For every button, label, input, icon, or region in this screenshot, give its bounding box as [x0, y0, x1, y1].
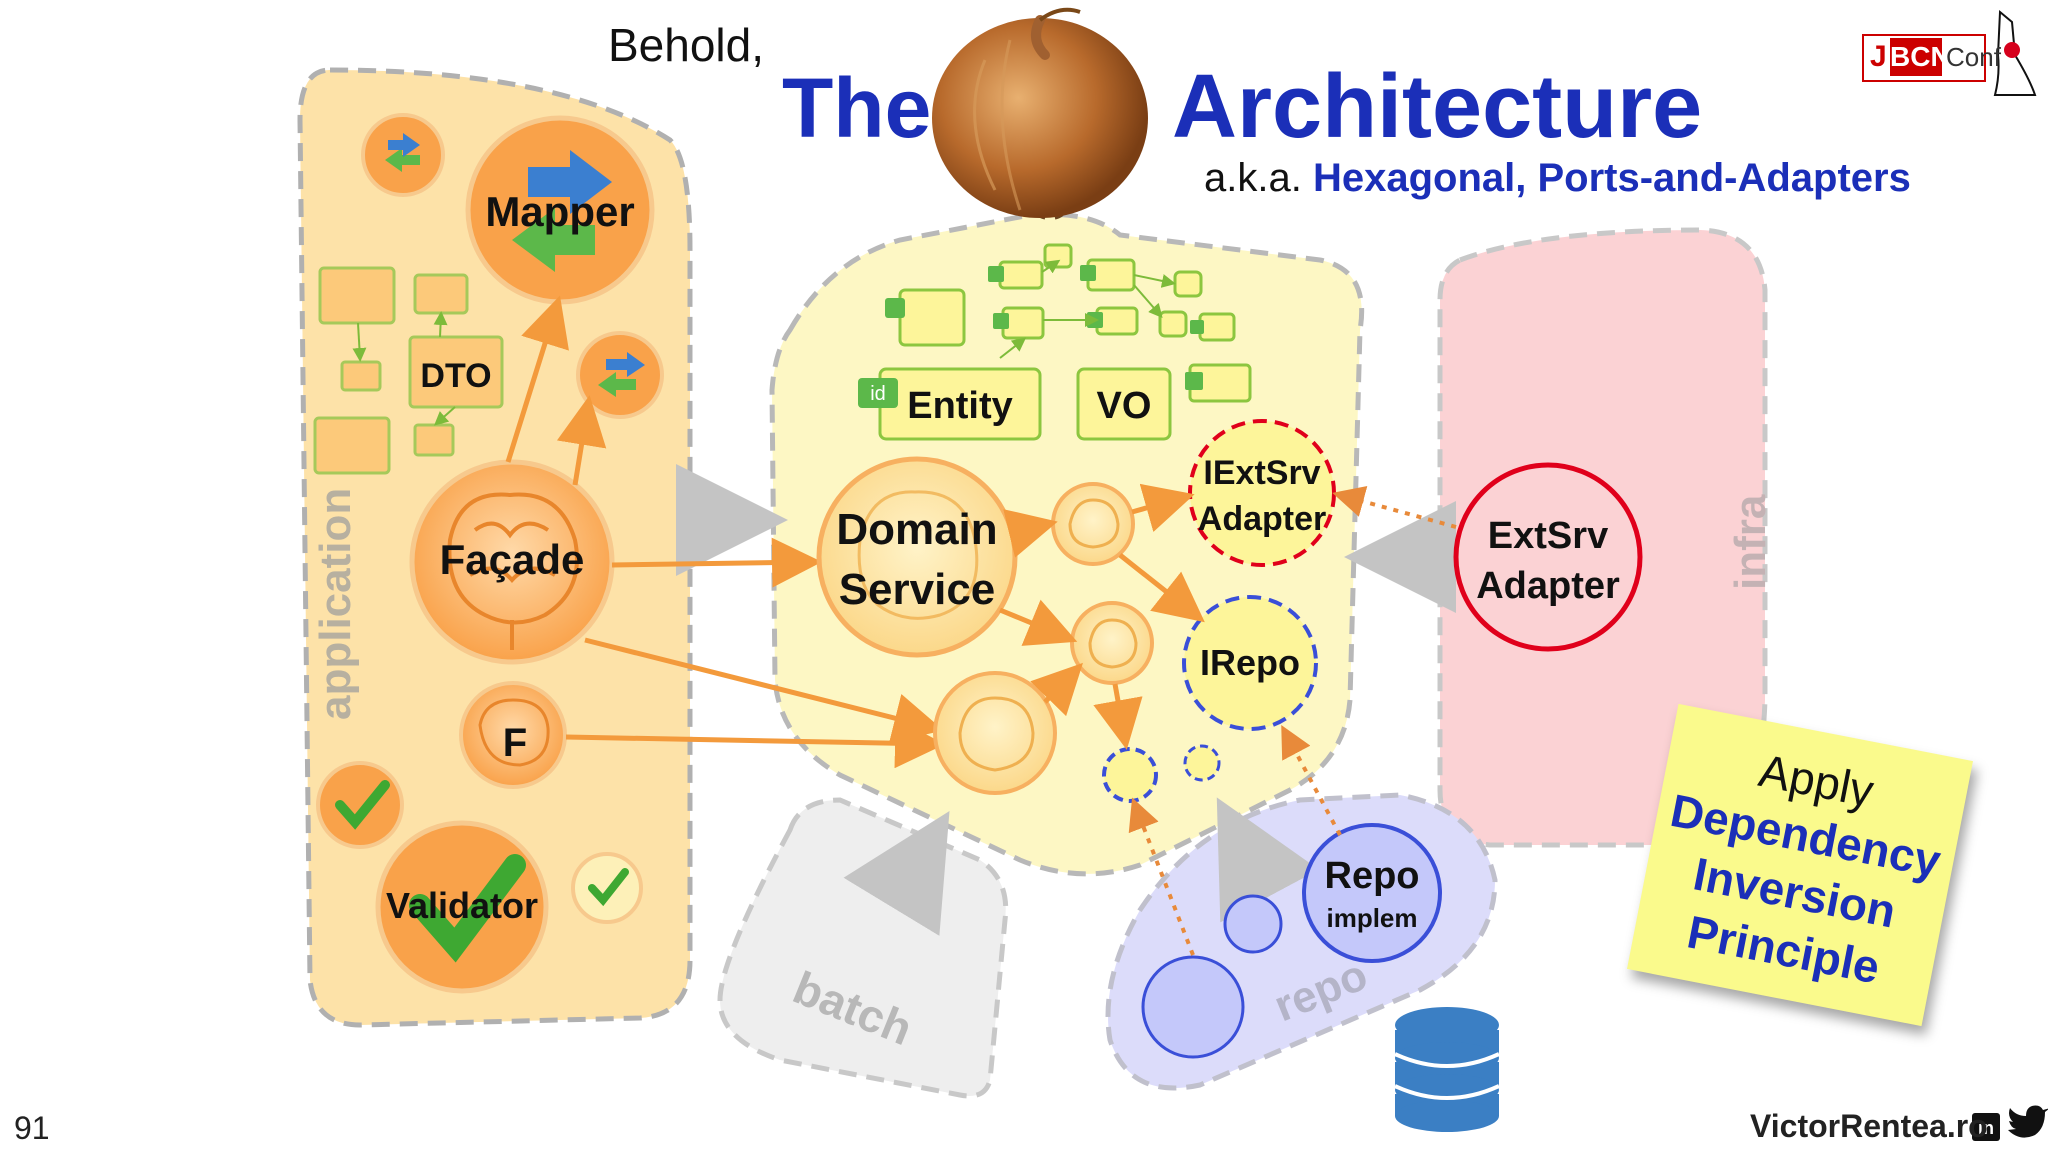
- extsrv-implements-arrow: [1332, 485, 1457, 529]
- database-icon: [1395, 1007, 1499, 1132]
- facade-to-swap-arrow: [556, 395, 607, 486]
- checkmark-icon: [409, 854, 526, 963]
- application-zone-label: application: [311, 488, 360, 720]
- title-the: The: [782, 61, 932, 155]
- logo-j: J: [1870, 40, 1887, 73]
- domain-service-node: Domain Service: [816, 456, 1018, 658]
- brain-icon: [478, 698, 550, 767]
- vo-label: VO: [1097, 385, 1152, 427]
- dip-sticky-note: Apply Dependency Inversion Principle: [1626, 703, 1974, 1027]
- entity-id-badge: id: [858, 378, 898, 408]
- iextsrv-adapter-port: IExtSrv Adapter: [1188, 419, 1336, 567]
- java-duke-icon: [1993, 9, 2037, 96]
- swap-arrows-icon: [361, 113, 445, 197]
- f-node: F: [459, 681, 567, 789]
- facade-to-brain-arrow: [584, 637, 944, 743]
- aka-prefix: a.k.a.: [1204, 156, 1313, 200]
- domain-brain-1: [1051, 482, 1135, 566]
- f-to-brain-arrow: [565, 718, 945, 769]
- twitter-icon: [2008, 1105, 2048, 1138]
- iextsrv-label-2: Adapter: [1198, 500, 1326, 538]
- extsrv-adapter-node: ExtSrv Adapter: [1453, 462, 1643, 652]
- brain-icon: [958, 696, 1035, 772]
- small-port-2: [1183, 744, 1221, 782]
- repo-small-implements-arrow: [1128, 797, 1195, 956]
- aka-subtitle: a.k.a. Hexagonal, Ports-and-Adapters: [1204, 156, 1911, 201]
- jbcnconf-logo: J BCN Conf: [1862, 34, 2001, 82]
- facade-to-mapper-arrow: [505, 295, 569, 463]
- repo-to-domain-arrow: [1216, 797, 1320, 923]
- slide-number: 91: [14, 1110, 50, 1146]
- aka-names: Hexagonal, Ports-and-Adapters: [1312, 156, 1911, 200]
- domain-service-label-1: Domain: [836, 505, 997, 554]
- brain-icon: [1088, 618, 1138, 669]
- checkmark-icon: [316, 761, 404, 849]
- behold-text: Behold,: [608, 19, 765, 71]
- onion-icon: [932, 7, 1148, 220]
- irepo-label: IRepo: [1200, 642, 1300, 683]
- mapper-node: Mapper: [465, 115, 655, 305]
- repo-impl-label-2: implem: [1326, 903, 1417, 933]
- infra-zone-label: infra: [1726, 494, 1775, 590]
- repo-implem-node: Repo implem: [1302, 823, 1442, 963]
- checkmark-icon: [571, 852, 643, 924]
- domain-service-label-2: Service: [839, 565, 996, 614]
- author-site: VictorRentea.ro: [1750, 1108, 1988, 1144]
- entity-id-label: id: [870, 383, 886, 405]
- dto-label: DTO: [420, 357, 491, 395]
- extsrv-label-2: Adapter: [1476, 565, 1620, 607]
- validator-node: Validator: [375, 820, 549, 994]
- svg-text:in: in: [1978, 1118, 1994, 1138]
- facade-to-domain-service-arrow: [611, 537, 822, 588]
- repo-small-circle-1: [1223, 894, 1283, 954]
- brain-icon: [447, 492, 579, 650]
- batch-to-domain-arrow: [843, 811, 950, 936]
- swap-arrows-icon: [576, 331, 664, 419]
- batch-zone: [717, 797, 1009, 1099]
- small-port-1: [1102, 747, 1158, 803]
- logo-bcn: BCN: [1890, 38, 1951, 76]
- dto-cluster: [313, 266, 504, 475]
- iextsrv-label-1: IExtSrv: [1203, 454, 1320, 492]
- f-label: F: [503, 721, 527, 765]
- domain-brain-3: [933, 671, 1057, 795]
- repo-impl-label-1: Repo: [1325, 855, 1420, 897]
- brain-icon: [1068, 498, 1120, 549]
- repo-implements-arrow: [1281, 724, 1342, 836]
- domain-brain-2: [1070, 601, 1154, 685]
- validator-label: Validator: [386, 885, 538, 926]
- domain-objects: [878, 243, 1252, 441]
- entity-label: Entity: [907, 385, 1013, 427]
- facade-node: Façade: [409, 459, 615, 665]
- facade-label: Façade: [440, 536, 585, 583]
- logo-conf: Conf: [1946, 42, 2001, 72]
- repo-small-circle-2: [1141, 955, 1245, 1059]
- extsrv-label-1: ExtSrv: [1488, 515, 1608, 557]
- brain-icon: [857, 490, 979, 620]
- title-architecture: Architecture: [1172, 57, 1703, 157]
- irepo-port: IRepo: [1182, 595, 1318, 731]
- linkedin-icon: in: [1972, 1113, 2000, 1141]
- mapper-label: Mapper: [485, 188, 634, 235]
